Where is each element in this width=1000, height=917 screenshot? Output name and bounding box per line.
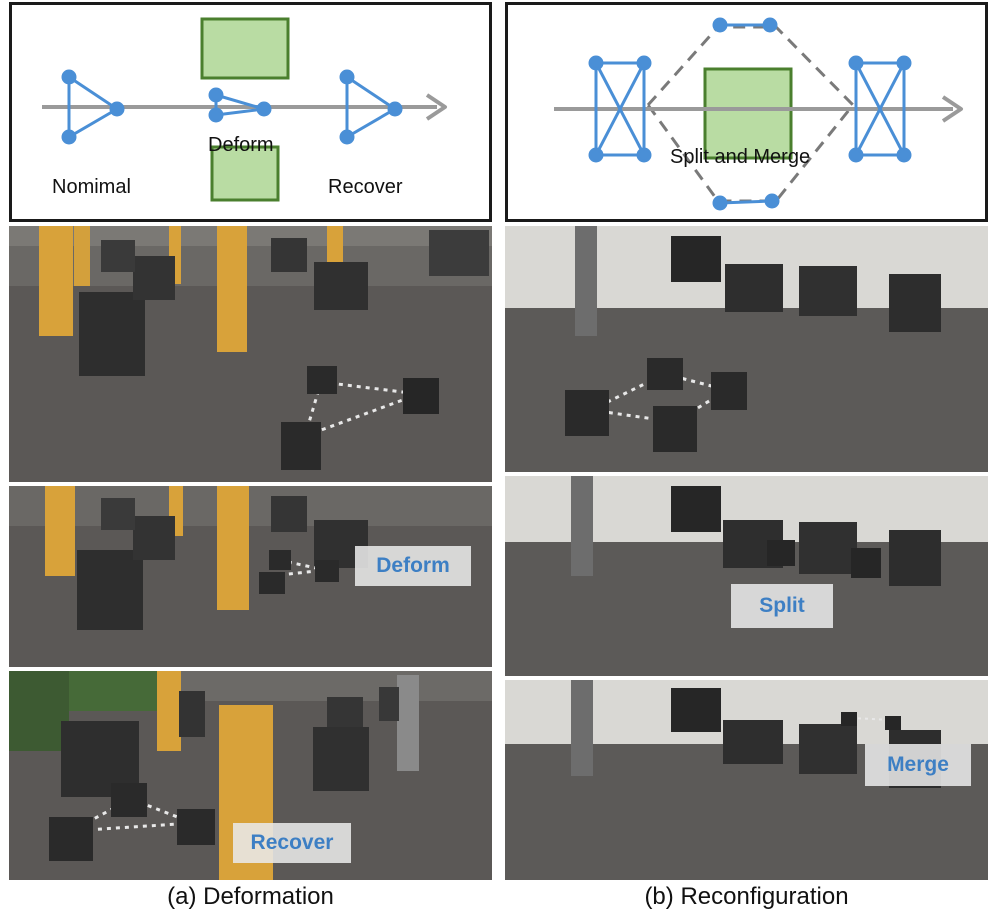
scene-a-nominal	[9, 226, 492, 482]
overlay-label-merge: Merge	[865, 744, 971, 786]
photo-a-deform: Deform	[9, 486, 492, 667]
label-nominal: Nomimal	[52, 176, 131, 198]
overlay-label-recover: Recover	[233, 823, 351, 863]
obstacle-bottom	[210, 145, 280, 202]
formation-recovered	[339, 69, 403, 145]
overlay-label-deform: Deform	[355, 546, 471, 586]
photo-a-recover: Recover	[9, 671, 492, 880]
overlay-label-split: Split	[731, 584, 833, 628]
formation-nominal	[61, 69, 125, 145]
diagram-reconfiguration: Split and Merge	[505, 2, 988, 222]
photo-b-merge: Merge	[505, 680, 988, 880]
caption-deformation: (a) Deformation	[167, 883, 334, 910]
formation-deformed	[208, 87, 272, 123]
formation-split-top	[712, 17, 778, 33]
obstacle-top	[200, 17, 290, 80]
deformation-schematic: Nomimal Deform Recover	[42, 17, 447, 202]
photo-b-split: Split	[505, 476, 988, 676]
path-arrow-head	[425, 93, 447, 121]
formation-square-left	[588, 55, 652, 163]
label-split-merge: Split and Merge	[670, 146, 810, 168]
scene-b-square	[505, 226, 988, 472]
scene-b-merge	[505, 680, 988, 880]
photo-b-square	[505, 226, 988, 472]
label-deform: Deform	[208, 134, 274, 156]
formation-split-bottom	[712, 193, 780, 211]
path-arrow-head	[941, 95, 963, 123]
reconfiguration-schematic: Split and Merge	[554, 17, 963, 211]
label-recover: Recover	[328, 176, 403, 198]
photo-a-nominal	[9, 226, 492, 482]
obstacle-center	[703, 67, 793, 160]
scene-b-split	[505, 476, 988, 676]
diagram-deformation: Nomimal Deform Recover	[9, 2, 492, 222]
formation-square-right	[848, 55, 912, 163]
caption-reconfiguration: (b) Reconfiguration	[644, 883, 849, 910]
